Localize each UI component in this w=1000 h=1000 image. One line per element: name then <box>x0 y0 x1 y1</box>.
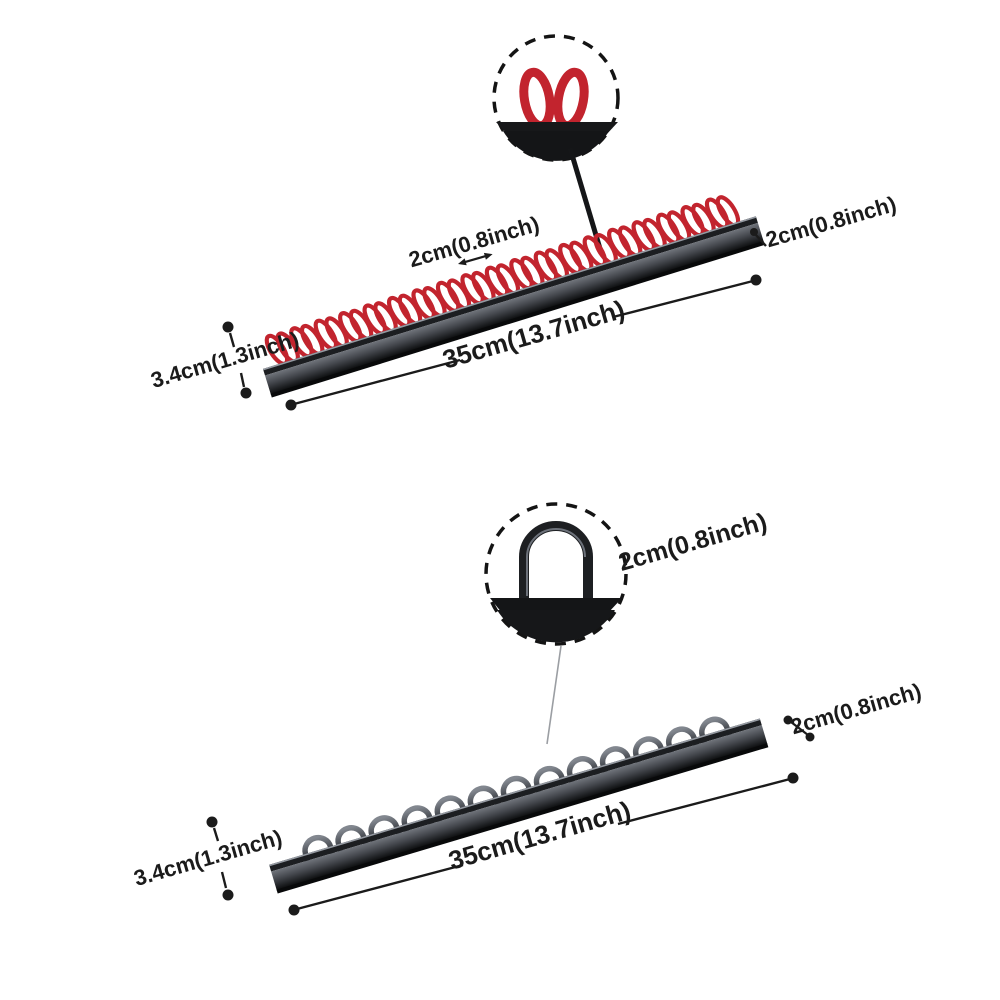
detail-black-clip-arch <box>519 521 593 604</box>
leader-dot-top <box>783 715 793 725</box>
dim-dot-right <box>750 274 762 286</box>
detail-rail-cross-section <box>490 598 622 613</box>
dim-dot-top <box>206 816 218 828</box>
bottom-clip-detail-circle: 2cm(0.8inch) <box>484 502 770 646</box>
black-clip-arch <box>434 795 472 837</box>
dim-line-left <box>296 863 464 911</box>
black-clip-arch <box>335 825 373 866</box>
dim-line-lower <box>220 871 228 889</box>
detail-rail-base-fill <box>497 610 615 643</box>
clip-width-label: 2cm(0.8inch) <box>615 508 770 577</box>
bottom-rail-depth-annotation: 2cm(0.8inch) <box>783 678 924 742</box>
black-clip-arch <box>533 765 571 807</box>
black-clip-arch <box>401 805 439 847</box>
black-clip-arch <box>665 726 704 768</box>
rail-depth-label: 2cm(0.8inch) <box>763 191 899 252</box>
dim-dot-left <box>285 399 297 411</box>
black-clip-arch <box>500 775 538 817</box>
black-clip-arch <box>632 736 671 778</box>
detail-arch-highlight <box>526 528 586 596</box>
top-product-red-clip-rail: 2cm(0.8inch) 2cm(0.8inch) 35cm(13.7inch) <box>148 34 899 411</box>
double-arrow <box>458 252 493 266</box>
detail-rail-base-fill <box>503 131 609 161</box>
black-clip-arch <box>302 834 340 876</box>
bottom-product-black-clip-rail: 2cm(0.8inch) 2cm(0.8inch) 35cm(13.7inch) <box>131 502 924 916</box>
top-rail-lip-highlight <box>262 216 757 371</box>
black-clip-arch <box>599 746 637 788</box>
black-clip-arch <box>467 785 505 827</box>
rail-height-label: 3.4cm(1.3inch) <box>131 825 285 891</box>
detail-connector-line <box>546 645 562 745</box>
dim-dot-right <box>787 772 799 784</box>
dim-dot-top <box>222 321 234 333</box>
dim-dot-left <box>288 904 300 916</box>
bottom-rail <box>269 716 769 894</box>
leader-line <box>790 721 809 736</box>
bottom-rail-lip <box>269 718 762 872</box>
black-clip-arch <box>566 756 604 797</box>
top-rail-face <box>264 222 764 395</box>
bottom-height-annotation: 3.4cm(1.3inch) <box>131 816 285 901</box>
top-rail-bottom-edge <box>270 241 765 398</box>
leader-line <box>755 234 767 247</box>
dim-line-upper <box>212 827 220 842</box>
top-rail-depth-annotation: 2cm(0.8inch) <box>750 191 899 252</box>
black-clip-arch <box>368 815 406 857</box>
top-rail <box>262 195 765 398</box>
dim-line-upper <box>228 332 236 348</box>
dim-line-right <box>617 777 791 826</box>
top-clip-detail-circle <box>492 34 620 162</box>
bottom-rail-bottom-edge <box>276 743 769 894</box>
dim-line-left <box>293 358 461 406</box>
bottom-rail-lip-highlight <box>269 718 761 867</box>
black-clip-arch <box>699 716 737 758</box>
dim-dot-bottom <box>222 889 234 901</box>
dim-line-right <box>612 279 754 319</box>
dim-line-lower <box>239 372 246 388</box>
bottom-rail-face <box>271 725 768 891</box>
leader-dot <box>750 228 758 236</box>
black-clip-row <box>302 716 737 876</box>
dim-dot-bottom <box>240 387 252 399</box>
top-rail-lip <box>262 216 758 376</box>
rail-depth-label: 2cm(0.8inch) <box>788 678 924 739</box>
